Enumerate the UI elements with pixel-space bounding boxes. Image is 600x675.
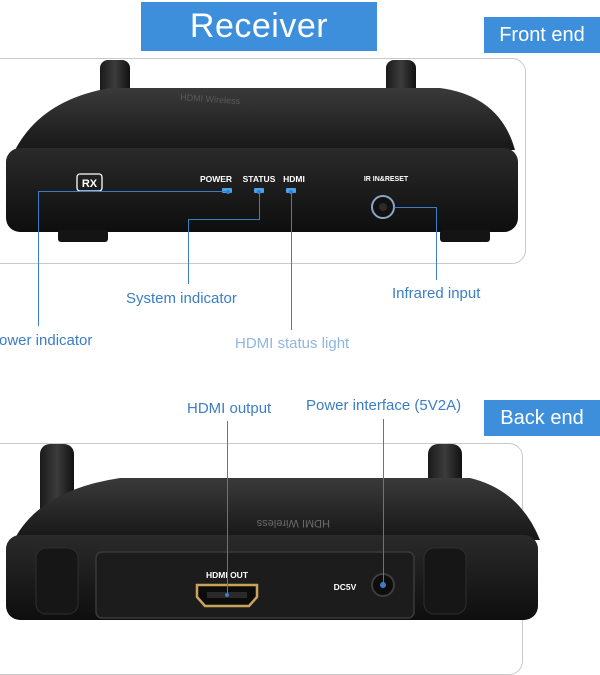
front-end-label: Front end xyxy=(484,17,600,53)
dc-label: DC5V xyxy=(334,582,357,592)
back-device-top xyxy=(14,478,540,540)
hdmi-status-callout: HDMI status light xyxy=(235,335,350,352)
back-antenna-base-left xyxy=(35,547,79,615)
status-callout-line-h xyxy=(188,219,260,220)
status-callout-line-v1 xyxy=(259,191,260,219)
hdmi-output-line xyxy=(227,421,228,595)
device-illustration: HDMI Wireless RX POWER STATUS HDMI IR IN… xyxy=(6,60,540,620)
led-label-power: POWER xyxy=(200,174,232,184)
ir-callout-line-h xyxy=(394,207,436,208)
power-interface-line xyxy=(383,419,384,584)
power-interface-callout: Power interface (5V2A) xyxy=(306,397,462,414)
front-device-top xyxy=(14,88,515,152)
power-indicator-callout: ower indicator xyxy=(0,332,93,349)
power-callout-line-h xyxy=(38,191,228,192)
hdmi-callout-line-v xyxy=(291,192,292,330)
hdmi-output-dot xyxy=(225,593,229,597)
rx-badge-text: RX xyxy=(82,178,98,190)
front-foot-right xyxy=(440,230,490,242)
infrared-input-callout: Infrared input xyxy=(392,285,481,302)
ir-callout-line-v xyxy=(436,207,437,280)
power-callout-line-v xyxy=(38,191,39,326)
power-callout-dot xyxy=(226,190,230,194)
status-callout-line-v2 xyxy=(188,219,189,284)
front-top-brand: HDMI Wireless xyxy=(180,92,241,106)
back-top-brand: HDMI Wireless xyxy=(256,517,330,529)
led-label-hdmi: HDMI xyxy=(283,174,305,184)
ir-label: IR IN&RESET xyxy=(364,176,409,183)
system-indicator-callout: System indicator xyxy=(126,290,237,307)
power-interface-dot xyxy=(381,582,385,586)
front-foot-left xyxy=(58,230,108,242)
back-antenna-base-right xyxy=(423,547,467,615)
receiver-title-banner: Receiver xyxy=(141,2,377,51)
back-end-label: Back end xyxy=(484,400,600,436)
hdmi-output-callout: HDMI output xyxy=(187,400,272,417)
ir-port-center xyxy=(379,203,387,211)
led-label-status: STATUS xyxy=(243,174,276,184)
